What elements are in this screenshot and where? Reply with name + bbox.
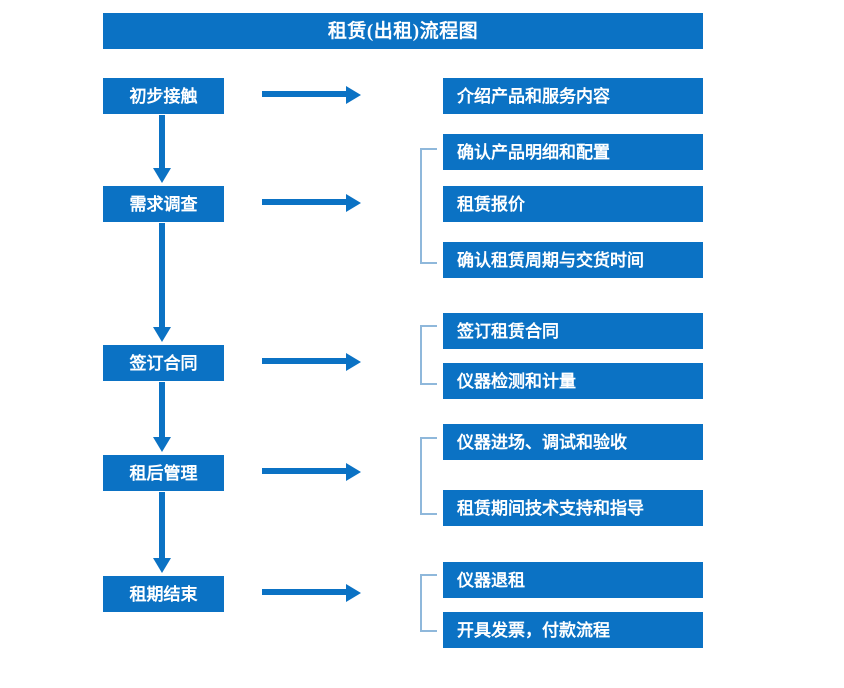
detail-node-jieshao-chanpin-fuwu[interactable]: 介绍产品和服务内容 [443, 78, 703, 114]
group-bracket-stage4 [420, 437, 437, 515]
detail-node-zulin-qijian-jishu-zhichi[interactable]: 租赁期间技术支持和指导 [443, 490, 703, 526]
stage-node-qianding-hetong[interactable]: 签订合同 [103, 345, 224, 381]
detail-node-label: 仪器进场、调试和验收 [457, 432, 627, 452]
arrow-right-stage2 [262, 192, 362, 214]
arrow-right-stage1 [262, 84, 362, 106]
group-bracket-stage3 [420, 325, 437, 385]
detail-node-label: 租赁报价 [457, 194, 525, 214]
detail-node-yiqi-jinchang-tiaoshi[interactable]: 仪器进场、调试和验收 [443, 424, 703, 460]
detail-node-yiqi-jiance-jiliang[interactable]: 仪器检测和计量 [443, 363, 703, 399]
group-bracket-stage5 [420, 574, 437, 632]
detail-node-label: 确认租赁周期与交货时间 [457, 250, 644, 270]
stage-node-label: 初步接触 [129, 86, 198, 106]
stage-node-label: 租期结束 [129, 584, 198, 604]
detail-node-queren-chanpin-mingxi[interactable]: 确认产品明细和配置 [443, 134, 703, 170]
stage-node-xuqiu-diaocha[interactable]: 需求调查 [103, 186, 224, 222]
detail-node-yiqi-tuizu[interactable]: 仪器退租 [443, 562, 703, 598]
arrow-right-stage5 [262, 582, 362, 604]
detail-node-label: 仪器退租 [457, 570, 525, 590]
detail-node-queren-zulin-zhouqi[interactable]: 确认租赁周期与交货时间 [443, 242, 703, 278]
detail-node-label: 开具发票，付款流程 [457, 620, 610, 640]
arrow-down-stage1-stage2 [150, 115, 174, 185]
arrow-down-stage2-stage3 [150, 223, 174, 344]
detail-node-label: 签订租赁合同 [457, 321, 559, 341]
stage-node-label: 签订合同 [129, 353, 198, 373]
arrow-right-stage3 [262, 351, 362, 373]
page-title: 租赁(出租)流程图 [327, 20, 479, 42]
stage-node-zuqi-jieshu[interactable]: 租期结束 [103, 576, 224, 612]
detail-node-label: 租赁期间技术支持和指导 [457, 498, 644, 518]
detail-node-qianding-zulin-hetong[interactable]: 签订租赁合同 [443, 313, 703, 349]
detail-node-label: 确认产品明细和配置 [457, 142, 610, 162]
stage-node-zuhou-guanli[interactable]: 租后管理 [103, 455, 224, 491]
arrow-down-stage4-stage5 [150, 492, 174, 575]
arrow-down-stage3-stage4 [150, 382, 174, 454]
stage-node-chubu-jiechu[interactable]: 初步接触 [103, 78, 224, 114]
stage-node-label: 需求调查 [129, 194, 198, 214]
detail-node-label: 介绍产品和服务内容 [457, 86, 610, 106]
detail-node-kaiju-fapiao-fukuan[interactable]: 开具发票，付款流程 [443, 612, 703, 648]
detail-node-zulin-baojia[interactable]: 租赁报价 [443, 186, 703, 222]
group-bracket-stage2 [420, 148, 437, 264]
stage-node-label: 租后管理 [129, 463, 198, 483]
arrow-right-stage4 [262, 461, 362, 483]
detail-node-label: 仪器检测和计量 [457, 371, 576, 391]
diagram-title-banner: 租赁(出租)流程图 [103, 13, 703, 49]
